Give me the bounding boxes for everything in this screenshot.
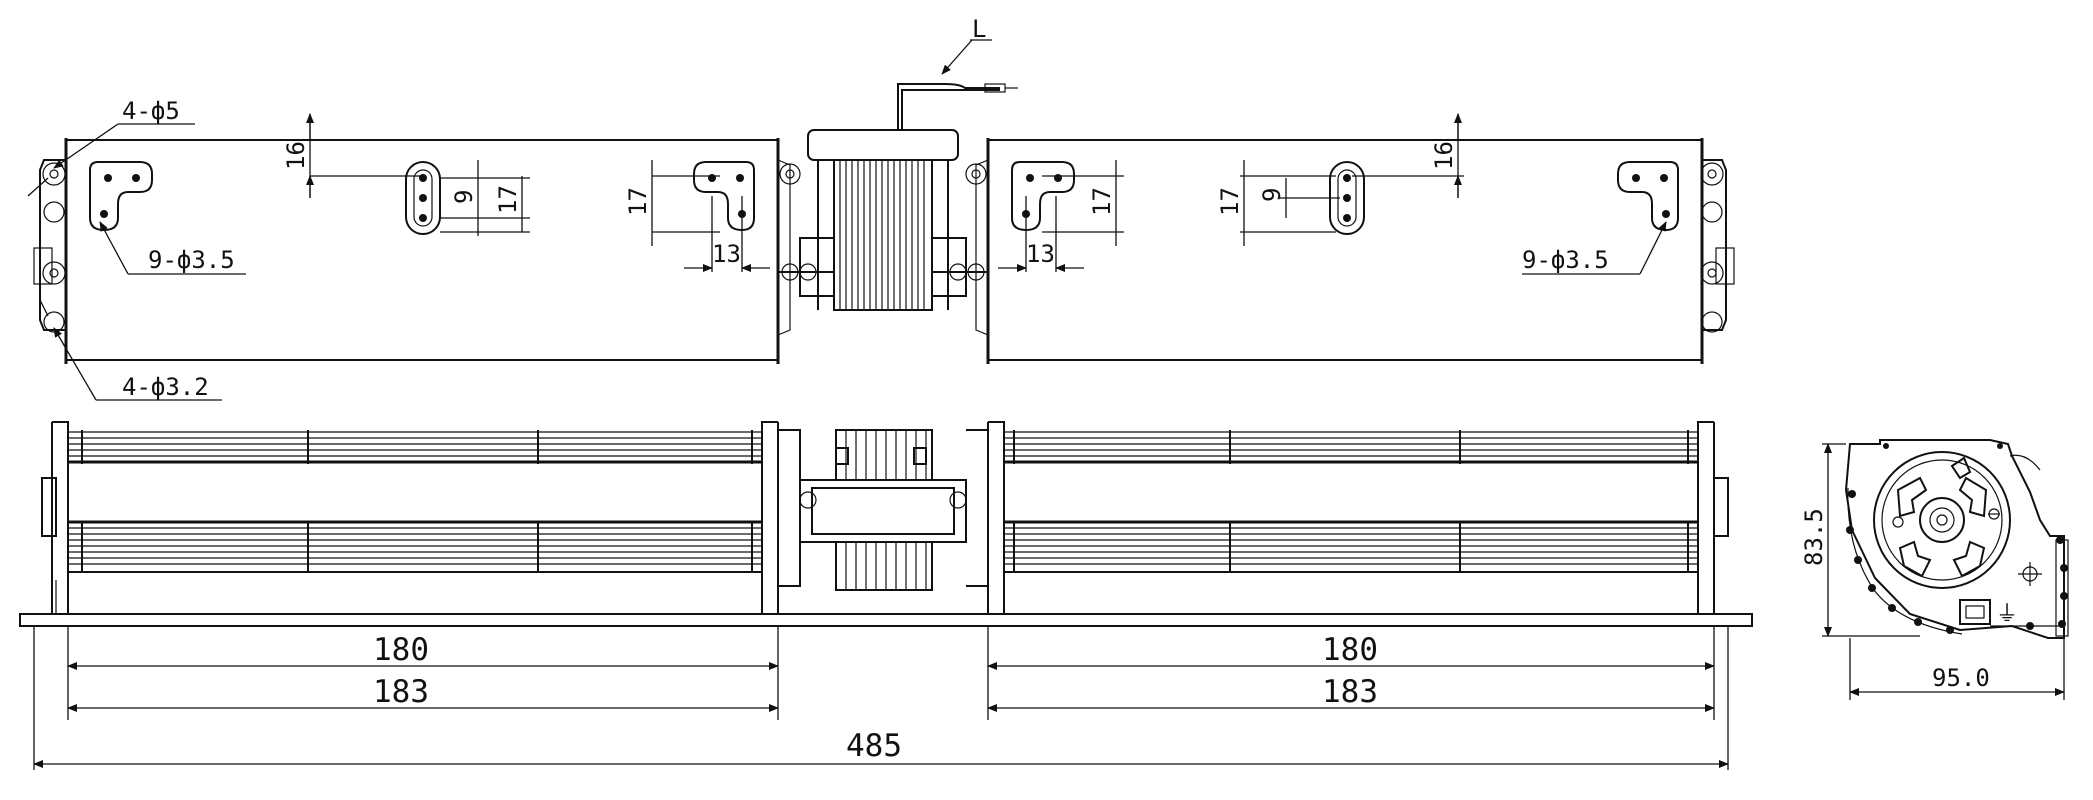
- dim-17-left-slot: 17: [494, 185, 522, 214]
- hole-label-9-phi-3-5-left: 9-ф3.5: [148, 246, 235, 274]
- dim-485-overall: 485: [846, 728, 902, 764]
- right-impeller-front: [987, 421, 1729, 614]
- hole-label-4-phi-5: 4-ф5: [122, 97, 180, 125]
- motor-top: [778, 83, 1018, 311]
- dim-13-left: 13: [712, 240, 741, 268]
- dim-13-right: 13: [1026, 240, 1055, 268]
- left-housing-top: [33, 138, 801, 364]
- left-housing-dimensions: 16 9 17 17 13: [282, 113, 770, 272]
- right-housing-top: [965, 138, 1735, 364]
- dim-180-right: 180: [1322, 632, 1378, 668]
- rivet-dots: [1846, 443, 2068, 634]
- lead-callout: L: [941, 15, 992, 75]
- ground-symbol: ⏚: [1996, 602, 2018, 627]
- top-view: L 4-ф5 9-ф3.5 4-ф3.2 9-ф3.5 16: [27, 15, 1735, 401]
- dim-17-left-lug: 17: [624, 187, 652, 216]
- side-view: ⏚ 83.5 95.0: [1800, 439, 2069, 700]
- front-view: 180 183 180 183 485: [19, 421, 1753, 770]
- left-housing-mounting-slots: [89, 161, 755, 235]
- hole-label-4-phi-3-2: 4-ф3.2: [122, 373, 209, 401]
- dim-180-left: 180: [373, 632, 429, 668]
- dim-9-left: 9: [450, 190, 478, 204]
- dim-183-left: 183: [373, 674, 429, 710]
- hole-callouts: 4-ф5 9-ф3.5 4-ф3.2 9-ф3.5: [27, 97, 1667, 401]
- dim-183-right: 183: [1322, 674, 1378, 710]
- dim-9-right: 9: [1258, 188, 1286, 202]
- dim-95-0-width: 95.0: [1932, 664, 1990, 692]
- dim-17-right-slot: 17: [1216, 187, 1244, 216]
- hole-label-9-phi-3-5-right: 9-ф3.5: [1522, 246, 1609, 274]
- motor-front: [778, 429, 989, 591]
- dim-16-right: 16: [1430, 141, 1458, 170]
- dim-83-5-height: 83.5: [1800, 508, 1828, 566]
- lead-label: L: [972, 15, 986, 43]
- dim-16-left: 16: [282, 141, 310, 170]
- right-housing-dimensions: 17 13 17 9 16: [998, 113, 1464, 272]
- dim-17-right-lug: 17: [1088, 187, 1116, 216]
- left-impeller-front: [41, 421, 779, 614]
